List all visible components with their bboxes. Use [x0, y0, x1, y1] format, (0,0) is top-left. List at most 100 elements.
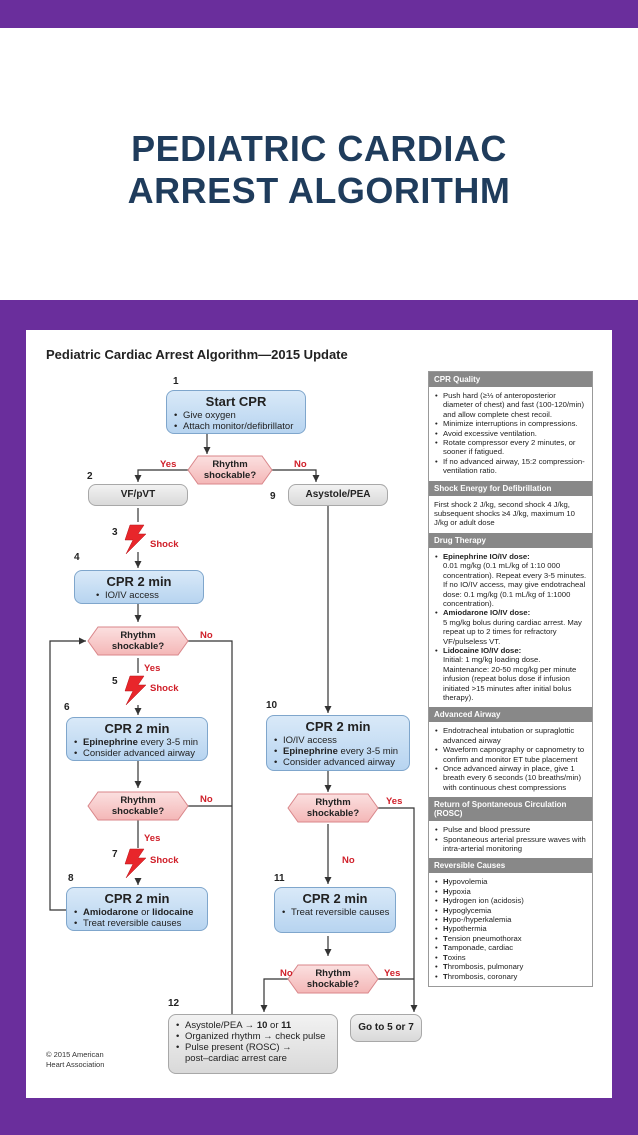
cause-rest: ension pneumothorax [447, 933, 522, 943]
section-header-rosc: Return of Spontaneous Circulation (ROSC) [429, 797, 592, 822]
outcome-text: Pulse present (ROSC) → [185, 1042, 292, 1053]
outcome-text: Asystole/PEA → [185, 1020, 257, 1031]
decision-label-5: Rhythm shockable? [298, 968, 368, 990]
shockable-line: shockable? [306, 808, 360, 819]
cpr-box-11: CPR 2 min Treat reversible causes [274, 887, 396, 933]
sidebar-item: If no advanced airway, 15:2 compression-… [435, 457, 587, 476]
reversible-cause-item: Tension pneumothorax [435, 933, 587, 944]
sidebar-item: Minimize interruptions in compressions. [435, 419, 587, 429]
cpr-item: Treat reversible causes [74, 918, 207, 929]
reversible-cause-item: Hypothermia [435, 924, 587, 934]
cause-rest: ypoglycemia [448, 905, 492, 915]
rhythm-line: Rhythm [212, 459, 248, 470]
step-number-12: 12 [168, 998, 180, 1009]
step-ref: 10 [256, 1020, 268, 1031]
drug-dose: 5 mg/kg bolus during cardiac arrest. May… [443, 617, 582, 646]
reversible-cause-item: Thrombosis, pulmonary [435, 962, 587, 972]
decision-label-2: Rhythm shockable? [98, 630, 178, 652]
copyright-note: © 2015 American Heart Association [46, 1050, 104, 1070]
step-number-2: 2 [87, 471, 93, 482]
step-number-6: 6 [64, 702, 70, 713]
section-header-cpr-quality: CPR Quality [429, 372, 592, 387]
slide-title: PEDIATRIC CARDIAC ARREST ALGORITHM [0, 128, 638, 212]
algorithm-title: Pediatric Cardiac Arrest Algorithm—2015 … [46, 347, 348, 362]
copyright-line: Heart Association [46, 1060, 105, 1069]
reversible-cause-item: Toxins [435, 952, 587, 963]
no-label: No [280, 968, 293, 979]
cause-initial: H [443, 924, 449, 934]
cause-rest: hrombosis, coronary [447, 971, 518, 981]
sidebar-item: Lidocaine IO/IV dose:Initial: 1 mg/kg lo… [435, 646, 587, 702]
decision-label-4: Rhythm shockable? [298, 797, 368, 819]
sidebar-item: Spontaneous arterial pressure waves with… [435, 835, 587, 854]
reversible-cause-item: Hypoglycemia [435, 905, 587, 916]
shock-label: Shock [150, 683, 179, 694]
sidebar-item: Once advanced airway in place, give 1 br… [435, 764, 587, 792]
start-cpr-box: Start CPR Give oxygen Attach monitor/def… [166, 390, 306, 434]
cpr-item: Treat reversible causes [282, 907, 395, 918]
shockable-line: shockable? [306, 979, 360, 990]
cause-initial: T [443, 971, 448, 981]
cpr-item: IO/IV access [96, 590, 203, 601]
title-band [0, 28, 638, 300]
cpr-box-10: CPR 2 min IO/IV access Epinephrine every… [266, 715, 410, 771]
cause-rest: ypothermia [448, 924, 487, 934]
cause-rest: oxins [447, 952, 466, 962]
shockable-line: shockable? [111, 641, 165, 652]
sidebar-item: Pulse and blood pressure [435, 825, 587, 835]
shockable-line: shockable? [203, 470, 257, 481]
copyright-line: © 2015 American [46, 1050, 104, 1059]
drug-dose: 0.01 mg/kg (0.1 mL/kg of 1:10 000 concen… [443, 561, 587, 608]
cause-rest: ydrogen ion (acidosis) [448, 896, 524, 906]
vf-pvt-box: VF/pVT [88, 484, 188, 506]
decision-hex-3 [87, 791, 189, 821]
section-body-rosc: Pulse and blood pressure Spontaneous art… [429, 821, 592, 858]
section-body-advanced-airway: Endotracheal intubation or supraglottic … [429, 722, 592, 797]
step-number-11: 11 [274, 873, 285, 884]
start-cpr-title: Start CPR [205, 394, 267, 409]
top-accent-bar [0, 0, 638, 28]
start-cpr-item: Attach monitor/defibrillator [174, 421, 305, 432]
cause-rest: hrombosis, pulmonary [447, 962, 524, 972]
or-text: or [267, 1020, 282, 1031]
cpr-title: CPR 2 min [106, 574, 172, 589]
reversible-cause-item: Hypoxia [435, 886, 587, 897]
slide-title-line-1: PEDIATRIC CARDIAC [131, 128, 507, 169]
no-label: No [200, 630, 213, 641]
section-header-shock-energy: Shock Energy for Defibrillation [429, 480, 592, 496]
decision-hex-5 [287, 964, 379, 994]
cause-initial: T [443, 952, 448, 962]
step-number-3: 3 [112, 527, 118, 538]
sidebar-item: Waveform capnography or capnometry to co… [435, 745, 587, 764]
outcome-box-12: Asystole/PEA → 10 or 11 Organized rhythm… [168, 1014, 338, 1074]
step-number-9: 9 [270, 491, 276, 502]
step-number-5: 5 [112, 676, 118, 687]
cause-rest: ypo-/hyperkalemia [448, 915, 512, 925]
decision-hex-2 [87, 626, 189, 656]
step-number-4: 4 [74, 552, 80, 563]
rhythm-line: Rhythm [120, 795, 156, 806]
cpr-item: Epinephrine every 3-5 min [274, 746, 409, 757]
or-text: or [138, 907, 153, 918]
outcome-item: Organized rhythm → check pulse [176, 1031, 337, 1042]
outcome-item: Pulse present (ROSC) →post–cardiac arres… [176, 1042, 337, 1064]
cpr-box-4: CPR 2 min IO/IV access [74, 570, 204, 604]
cause-rest: ypoxia [448, 886, 471, 896]
section-body-reversible-causes: Hypovolemia Hypoxia Hydrogen ion (acidos… [429, 873, 592, 985]
cause-rest: amponade, cardiac [447, 943, 514, 953]
cpr-item: IO/IV access [274, 735, 409, 746]
cpr-item: Epinephrine every 3-5 min [74, 737, 207, 748]
shock-label: Shock [150, 539, 179, 550]
start-cpr-item: Give oxygen [174, 410, 305, 421]
yes-label: Yes [144, 663, 161, 674]
rhythm-line: Rhythm [315, 968, 351, 979]
yes-label: Yes [160, 459, 177, 470]
yes-label: Yes [384, 968, 401, 979]
cause-initial: H [443, 896, 449, 906]
sidebar-item: Push hard (≥⅓ of anteroposterior diamete… [435, 391, 587, 419]
section-body-shock-energy: First shock 2 J/kg, second shock 4 J/kg,… [434, 499, 575, 528]
cpr-box-6: CPR 2 min Epinephrine every 3-5 min Cons… [66, 717, 208, 761]
no-label: No [342, 855, 355, 866]
cpr-title: CPR 2 min [305, 719, 371, 734]
drug-dose: Initial: 1 mg/kg loading dose. Maintenan… [443, 655, 577, 702]
